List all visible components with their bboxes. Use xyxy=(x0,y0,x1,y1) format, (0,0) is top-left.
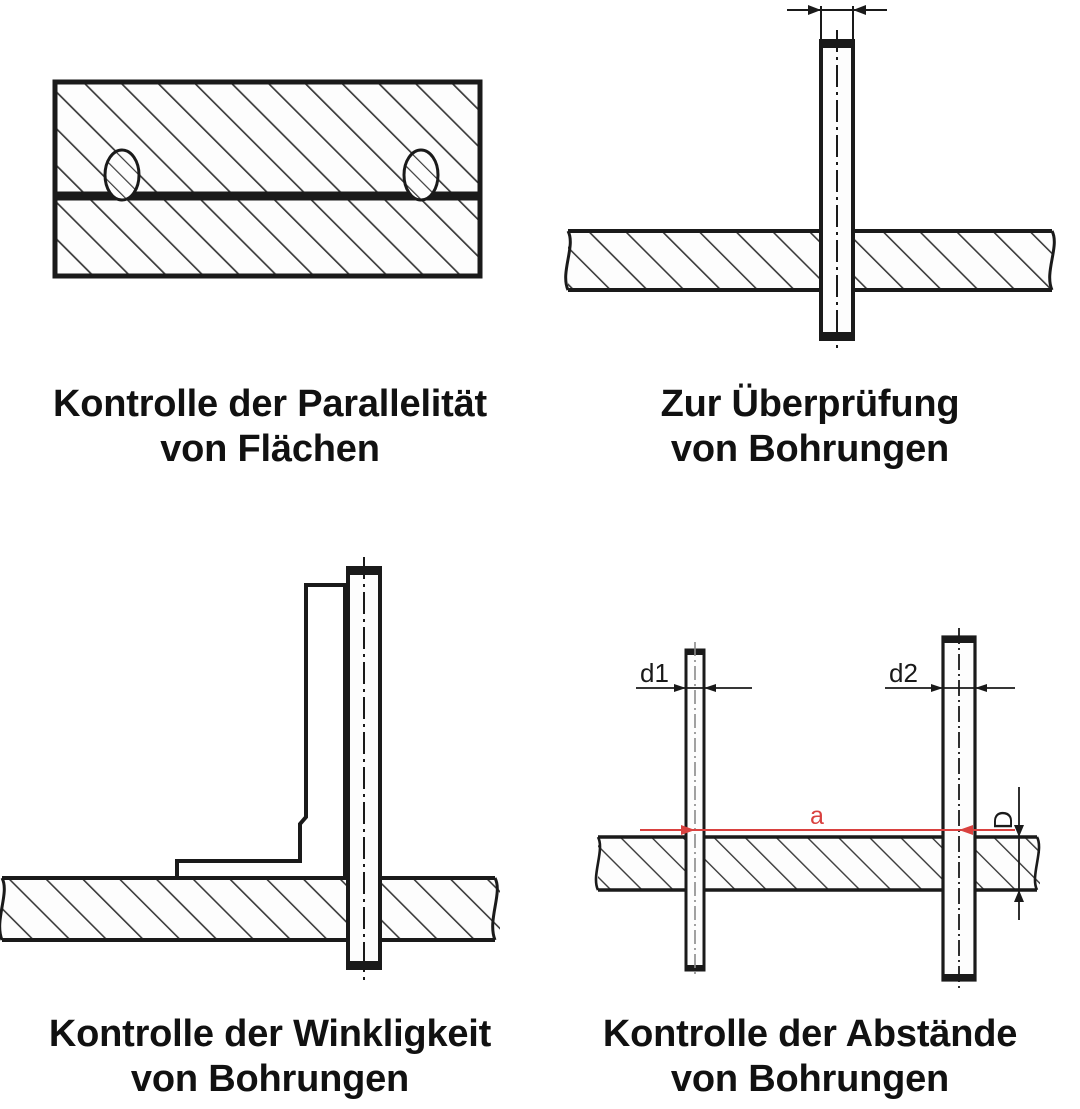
base-plate xyxy=(0,876,500,942)
panel-squareness xyxy=(0,540,540,1010)
panel-spacing: d1 d2 a D xyxy=(540,540,1080,1010)
caption-line: von Bohrungen xyxy=(130,1057,410,1100)
caption-bore-check: Zur Überprüfung von Bohrungen xyxy=(540,382,1080,472)
caption-line: Kontrolle der Parallelität xyxy=(52,383,488,425)
roller-right xyxy=(402,148,440,202)
dimension-label-d1: d1 xyxy=(640,658,669,688)
panel-parallelism xyxy=(0,0,540,370)
caption-line: von Flächen xyxy=(160,427,380,470)
diameter-dimension xyxy=(787,5,887,41)
dimension-label-d2: d2 xyxy=(889,658,918,688)
figure-bore-check xyxy=(564,5,1056,348)
lower-plate xyxy=(52,195,483,279)
dimension-label-a: a xyxy=(810,802,824,830)
try-square xyxy=(175,583,347,880)
measuring-pin-left xyxy=(684,642,706,978)
caption-spacing: Kontrolle der Abstände von Bohrungen xyxy=(540,1012,1080,1102)
figure-spacing: d1 d2 a D xyxy=(594,628,1041,990)
plate xyxy=(564,229,1056,292)
measuring-pin-right xyxy=(941,628,977,990)
caption-line: Kontrolle der Abstände xyxy=(602,1013,1018,1055)
panel-bore-check xyxy=(540,0,1080,370)
dimension-a: a xyxy=(640,802,1015,835)
caption-line: Kontrolle der Winkligkeit xyxy=(48,1013,492,1055)
dimension-D: D xyxy=(988,787,1024,920)
dimension-label-D: D xyxy=(988,811,1018,830)
figure-parallelism xyxy=(52,79,483,279)
dimension-d2: d2 xyxy=(885,658,1015,692)
dimension-d1: d1 xyxy=(636,658,752,692)
caption-parallelism: Kontrolle der Parallelität von Flächen xyxy=(0,382,540,472)
figure-squareness xyxy=(0,557,500,980)
caption-line: Zur Überprüfung xyxy=(660,383,960,425)
caption-squareness: Kontrolle der Winkligkeit von Bohrungen xyxy=(0,1012,540,1102)
caption-line: von Bohrungen xyxy=(670,1057,950,1100)
caption-line: von Bohrungen xyxy=(670,427,950,470)
roller-left xyxy=(103,148,141,202)
